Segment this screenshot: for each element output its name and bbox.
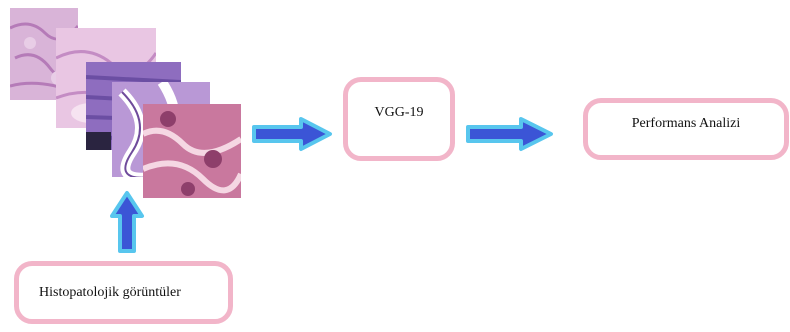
- vgg19-box: VGG-19: [343, 77, 455, 161]
- histopathology-images-box: Histopatolojik görüntüler: [14, 261, 233, 324]
- arrow-label-to-images: [110, 191, 144, 253]
- arrow-images-to-model: [252, 117, 332, 151]
- histology-tile-5: [143, 104, 241, 198]
- arrow-model-to-performance: [466, 117, 553, 151]
- performance-analysis-label: Performans Analizi: [631, 116, 741, 131]
- histopathology-images-label: Histopatolojik görüntüler: [39, 284, 181, 300]
- performance-analysis-box: Performans Analizi: [583, 98, 789, 160]
- vgg19-label: VGG-19: [374, 105, 424, 120]
